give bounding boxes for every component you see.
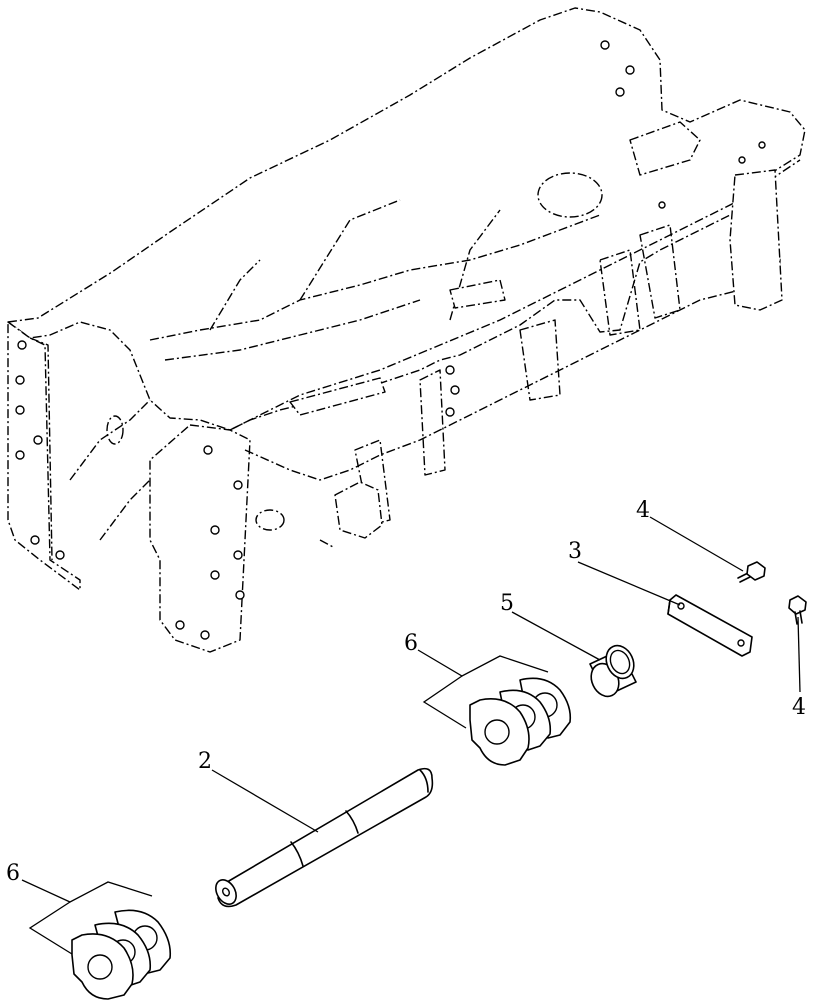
leader-lines [21, 516, 801, 955]
callout-plate: 3 [568, 539, 582, 564]
bolt-lower [788, 595, 807, 625]
callout-bolt-lower: 4 [792, 695, 806, 720]
shaft-part [215, 767, 434, 908]
callout-shim-group-lower: 6 [6, 861, 20, 886]
bolt-upper [737, 561, 766, 583]
callout-shim-group-upper: 6 [404, 631, 418, 656]
callout-shaft: 2 [198, 749, 212, 774]
shim-group-upper [469, 677, 572, 766]
tractor-front-frame [7, 7, 806, 653]
callout-bushing: 5 [500, 591, 514, 616]
shim-group-lower [71, 909, 172, 1000]
callout-bolt-upper: 4 [636, 498, 650, 523]
plate-part [667, 594, 753, 657]
bushing-part [589, 644, 637, 698]
frame-bolt-holes [15, 40, 766, 640]
